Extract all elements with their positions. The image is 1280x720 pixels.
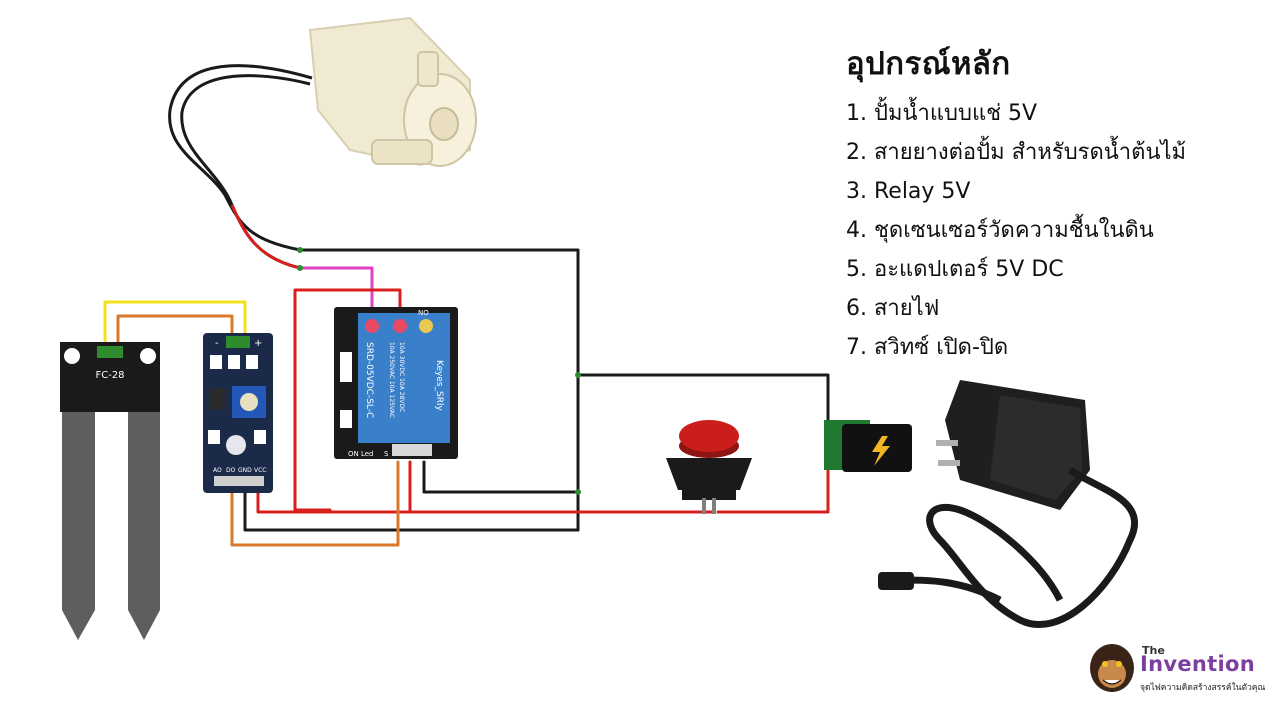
logo-tagline: จุดไฟความคิดสร้างสรรค์ในตัวคุณ <box>1140 683 1266 693</box>
relay-resistor <box>340 410 352 428</box>
relay-model-label: SRD-05VDC-SL-C <box>364 342 374 418</box>
relay-body <box>358 313 450 443</box>
relay-terminal-com <box>365 319 379 333</box>
logo-brand: Invention <box>1140 652 1255 676</box>
wire-orange-do <box>230 460 400 547</box>
switch-cap <box>679 420 739 452</box>
sensor-module: - + AO DO GND VCC <box>203 333 273 493</box>
probe-connector <box>97 346 123 358</box>
relay-s-label: S <box>384 450 389 458</box>
relay-rating-dc: 10A 30VDC 10A 28VDC <box>398 342 405 412</box>
probe-head <box>60 342 160 412</box>
switch-leg <box>702 498 706 514</box>
power-adapter <box>878 380 1139 628</box>
wire-black-adapter <box>576 373 830 440</box>
module-probe-connector <box>226 336 250 348</box>
pin-gnd-label: GND <box>238 467 252 474</box>
junction-dot <box>575 372 581 378</box>
wire-black-gnd <box>243 483 580 532</box>
logo-the: The <box>1142 644 1165 657</box>
list-item: 1. ปั้มน้ำแบบแช่ 5V <box>846 101 1038 126</box>
relay-rating-ac: 10A 250VAC 10A 125VAC <box>388 342 395 418</box>
wire-black-relay-gnd <box>422 460 580 494</box>
junction-dot <box>297 247 303 253</box>
adapter-prong <box>936 440 958 446</box>
probe-prong-left <box>62 412 95 640</box>
list-item: 4. ชุดเซนเซอร์วัดความชื้นในดิน <box>846 218 1154 243</box>
pin-vcc-label: VCC <box>254 467 266 474</box>
wire-red-relay-no <box>293 288 402 512</box>
adapter-cable-end <box>899 576 1002 604</box>
pin-minus-label: - <box>215 338 219 349</box>
smd-pad <box>246 355 258 369</box>
relay-terminal-no <box>393 319 407 333</box>
switch-base <box>666 458 752 490</box>
module-pin-header <box>214 476 264 486</box>
wire-red-adapter <box>716 458 830 514</box>
relay-no-label: NO <box>418 309 429 317</box>
wire-pump-black <box>298 248 580 532</box>
relay-module: NO SRD-05VDC-SL-C 10A 250VAC 10A 125VAC … <box>334 307 458 459</box>
brand-logo: The Invention จุดไฟความคิดสร้างสรรค์ในตั… <box>1088 642 1265 702</box>
list-item: 5. อะแดปเตอร์ 5V DC <box>846 257 1064 282</box>
list-item: 6. สายไฟ <box>846 296 940 321</box>
wire-yellow-probe <box>103 300 247 354</box>
parts-list-title: อุปกรณ์หลัก <box>846 46 1011 82</box>
list-item: 3. Relay 5V <box>846 179 971 204</box>
switch-neck <box>682 488 736 500</box>
relay-terminal-nc <box>419 319 433 333</box>
relay-brand-label: Keyes_SRly <box>434 360 444 412</box>
dc-jack <box>824 420 912 472</box>
adapter-prong <box>938 460 960 466</box>
push-switch <box>666 420 752 514</box>
list-item: 2. สายยางต่อปั้ม สำหรับรดน้ำต้นไม้ <box>846 140 1187 165</box>
parts-list: อุปกรณ์หลัก 1. ปั้มน้ำแบบแช่ 5V 2. สายยา… <box>846 38 1266 367</box>
wire-red-vcc <box>256 483 714 514</box>
list-item: 7. สวิทซ์ เปิด-ปิด <box>846 335 1009 360</box>
wire-orange-probe <box>116 314 234 354</box>
pump-base <box>371 139 433 165</box>
module-chip <box>210 388 226 410</box>
soil-moisture-probe: FC-28 <box>60 342 160 640</box>
probe-label: FC-28 <box>95 370 124 381</box>
probe-hole <box>64 348 80 364</box>
wire-pink <box>298 266 374 327</box>
pump-black-cable <box>168 64 313 252</box>
relay-led-label: ON Led <box>348 450 374 458</box>
pin-ao-label: AO <box>213 467 222 474</box>
relay-diode <box>340 352 352 382</box>
module-led <box>226 435 246 455</box>
probe-prong-right <box>128 412 160 640</box>
potentiometer-knob <box>240 393 258 411</box>
pin-do-label: DO <box>226 467 236 474</box>
smd-pad <box>210 355 222 369</box>
junction-dot <box>297 265 303 271</box>
gorilla-mascot-icon <box>1090 644 1134 692</box>
smd-pad <box>228 355 240 369</box>
switch-leg <box>712 498 716 514</box>
pump-inlet <box>429 107 459 141</box>
smd-pad <box>254 430 266 444</box>
dc-plug <box>878 572 914 590</box>
adapter-face <box>990 395 1082 500</box>
smd-pad <box>208 430 220 444</box>
junction-dot <box>575 489 581 495</box>
pump-red-cable-sheath <box>180 74 311 270</box>
pump-outlet-nozzle <box>417 51 439 87</box>
probe-hole <box>140 348 156 364</box>
pin-plus-label: + <box>254 338 262 349</box>
pump-red-cable <box>230 204 301 270</box>
relay-pin-header <box>392 444 432 456</box>
parts-list-items: 1. ปั้มน้ำแบบแช่ 5V 2. สายยางต่อปั้ม สำห… <box>846 94 1266 367</box>
water-pump <box>168 16 477 270</box>
lightning-icon <box>872 436 890 466</box>
